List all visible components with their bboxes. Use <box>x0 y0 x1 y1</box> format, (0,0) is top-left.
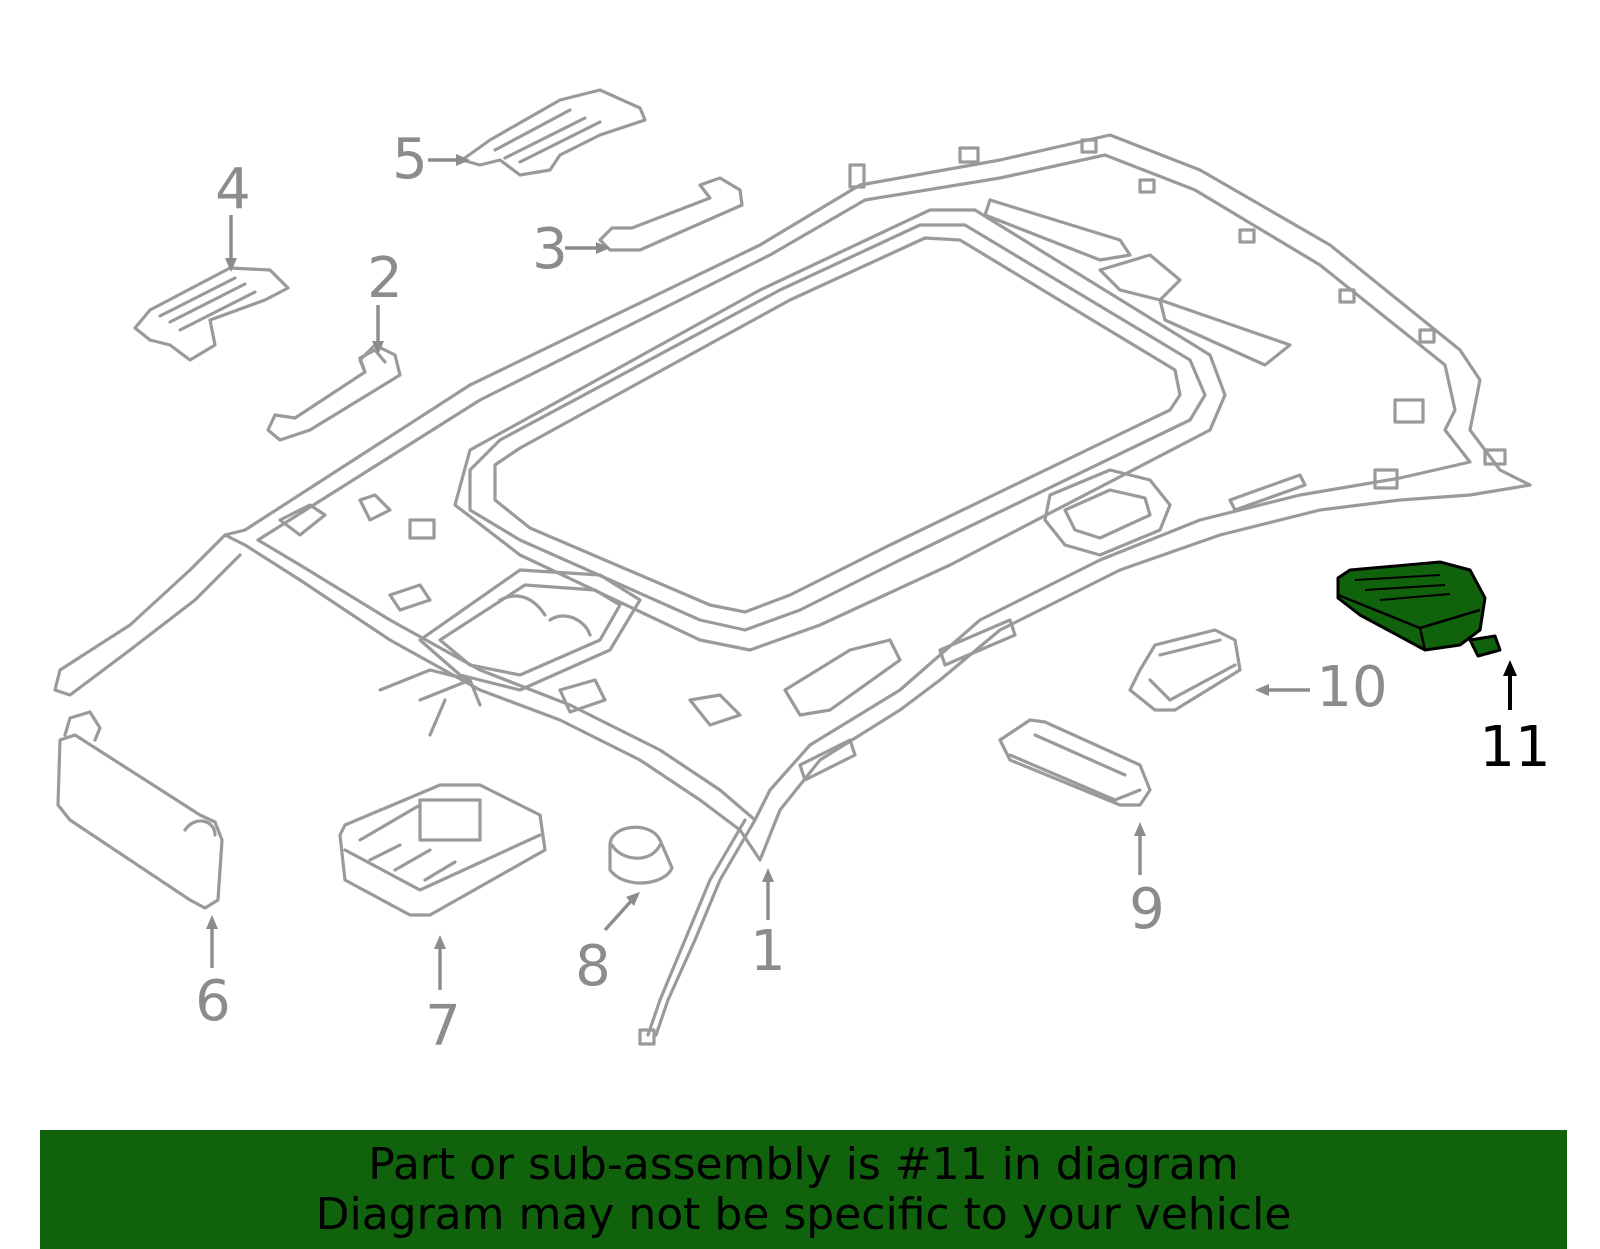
callout-9[interactable]: 9 <box>1129 877 1165 942</box>
info-banner: Part or sub-assembly is #11 in diagram D… <box>40 1130 1567 1249</box>
callout-8[interactable]: 8 <box>575 934 611 999</box>
callout-8-arrowhead <box>626 892 640 906</box>
callout-11-arrowhead <box>1503 660 1517 676</box>
headliner-part[interactable] <box>53 133 1532 1046</box>
lamp-part-10[interactable] <box>1128 628 1242 712</box>
callout-8-arrow <box>603 898 634 932</box>
callout-4-arrowhead <box>225 258 237 272</box>
callout-6-arrowhead <box>206 915 218 929</box>
callout-1-arrowhead <box>762 868 774 882</box>
callout-5[interactable]: 5 <box>392 127 428 192</box>
bracket-part-4[interactable] <box>133 266 290 362</box>
callout-5-arrowhead <box>456 154 470 166</box>
callout-2-arrowhead <box>372 341 384 355</box>
callout-4[interactable]: 4 <box>215 157 251 222</box>
callout-2[interactable]: 2 <box>367 246 403 311</box>
sun-visor-part-6[interactable] <box>56 710 224 910</box>
callout-7-arrowhead <box>434 935 446 949</box>
callout-10[interactable]: 10 <box>1316 655 1387 720</box>
overhead-console-part-7[interactable] <box>338 783 547 917</box>
callout-9-arrowhead <box>1134 822 1146 836</box>
callout-7[interactable]: 7 <box>425 994 461 1059</box>
callout-11[interactable]: 11 <box>1479 715 1550 780</box>
callout-1[interactable]: 1 <box>750 919 786 984</box>
grab-handle-part[interactable] <box>266 343 402 442</box>
callout-3-arrowhead <box>596 242 610 254</box>
callout-10-arrowhead <box>1255 684 1269 696</box>
banner-line-2: Diagram may not be specific to your vehi… <box>315 1189 1292 1240</box>
bracket-part-5[interactable] <box>460 88 647 177</box>
grab-handle-part-3[interactable] <box>598 176 744 252</box>
callout-6[interactable]: 6 <box>195 969 231 1034</box>
dome-lamp-part-8[interactable] <box>608 825 674 885</box>
lamp-part-9[interactable] <box>998 718 1152 807</box>
parts-diagram: 1 2 3 4 5 6 7 8 9 10 11 <box>53 88 1551 1059</box>
banner-line-1: Part or sub-assembly is #11 in diagram <box>368 1139 1239 1190</box>
module-part-11[interactable] <box>1336 560 1502 658</box>
callout-3[interactable]: 3 <box>532 217 568 282</box>
